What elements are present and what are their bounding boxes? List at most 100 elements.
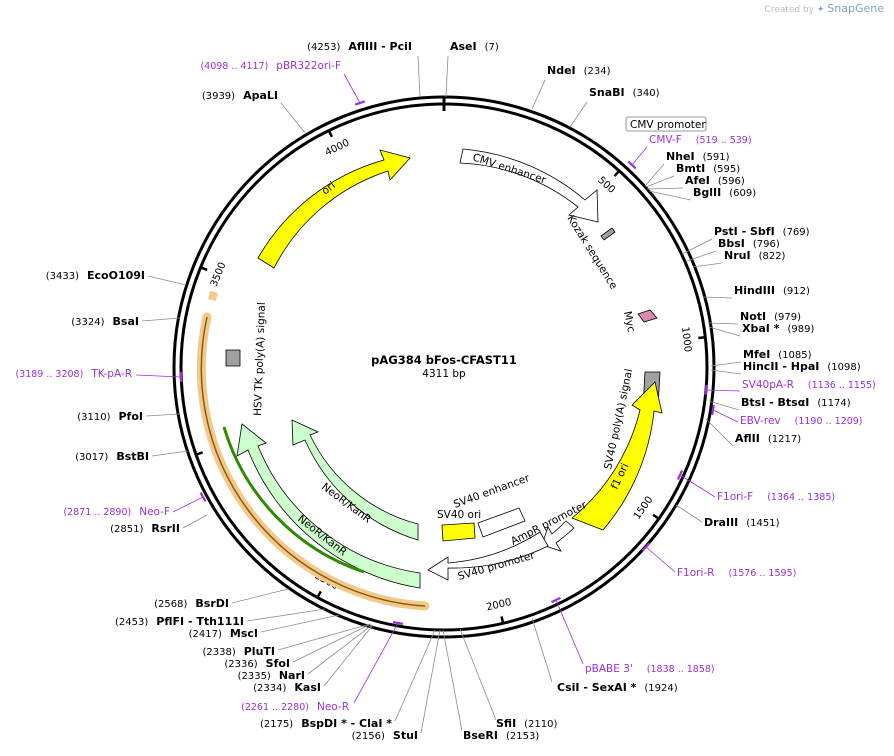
snapgene-logo-icon: ✦ xyxy=(816,5,825,15)
site-bglii: BglII(609) xyxy=(693,186,756,199)
primer-leader-line xyxy=(712,409,739,423)
site-name: NruI xyxy=(724,249,751,262)
site-leader-line xyxy=(675,504,703,523)
site-leader-line xyxy=(646,187,684,190)
primer-position: (519 .. 539) xyxy=(696,135,752,146)
primer-mark xyxy=(199,492,207,502)
feature-label-cmv-promoter: CMV promoter xyxy=(630,119,706,131)
site-name: AflII xyxy=(735,432,760,445)
plasmid-length: 4311 bp xyxy=(422,368,466,380)
site-position: (979) xyxy=(774,312,801,323)
site-name: PluTI xyxy=(244,645,275,658)
site-name: PfoI xyxy=(119,410,144,423)
site-bsai: (3324) BsaI xyxy=(71,315,139,328)
site-leader-line xyxy=(710,369,742,375)
site-position: (2334) xyxy=(253,683,286,694)
site-leader-line xyxy=(705,418,734,447)
feature-label-sv40-ori: SV40 ori xyxy=(437,509,481,521)
site-name: NarI xyxy=(279,669,305,682)
site-name: BsaI xyxy=(113,315,139,328)
site-name: NheI xyxy=(666,150,695,163)
site-leader-line xyxy=(686,250,717,262)
feature-sv40-promoter-arrow xyxy=(427,531,549,581)
site-name: NdeI xyxy=(547,64,576,77)
site-name: SfiI xyxy=(496,717,516,730)
feature-label-hsv-tk-polya: HSV TK poly(A) signal xyxy=(252,302,268,416)
site-hincii-hpai: HincII - HpaI(1098) xyxy=(743,360,861,373)
primer-leader-line xyxy=(172,496,204,513)
site-leader-line xyxy=(569,101,588,128)
feature-neor-kanr-inner-arrow xyxy=(291,419,419,541)
site-position: (4253) xyxy=(307,42,340,53)
site-position: (595) xyxy=(713,164,740,175)
feature-label-sv40-enhancer: SV40 enhancer xyxy=(452,472,532,511)
site-name: AfeI xyxy=(685,174,710,187)
site-position: (2335) xyxy=(238,671,271,682)
site-noti: NotI(979) xyxy=(740,310,801,323)
feature-cmv-enhancer-arrow xyxy=(459,148,599,223)
site-ecoo109i: (3433)EcoO109I xyxy=(46,269,145,282)
site-name: XbaI * xyxy=(742,322,780,335)
site-position: (1085) xyxy=(778,350,811,361)
primer-leader-line xyxy=(705,389,741,392)
primer-f1ori-r: F1ori-R(1576 .. 1595) xyxy=(677,567,796,579)
tick-mark xyxy=(315,590,322,600)
tick-mark xyxy=(327,129,334,138)
tick-label: 4000 xyxy=(324,138,352,159)
site-leader-line xyxy=(442,629,463,732)
primer-leader-line xyxy=(645,546,676,573)
site-position: (2851) xyxy=(110,524,143,535)
site-leader-line xyxy=(260,614,340,633)
site-afei: AfeI(596) xyxy=(685,174,745,187)
tick-label: 1000 xyxy=(679,326,693,353)
primer-position: (1576 .. 1595) xyxy=(728,568,796,579)
site-position: (2453) xyxy=(115,617,148,628)
tick-mark xyxy=(698,335,707,340)
primer-name: TK-pA-R xyxy=(90,368,132,380)
site-leader-line xyxy=(692,262,723,268)
primer-ebv-rev: EBV-rev(1190 .. 1209) xyxy=(740,415,863,427)
site-position: (769) xyxy=(783,227,810,238)
primer-mark xyxy=(704,384,708,396)
primer-name: Neo-R xyxy=(317,701,349,713)
primer-neo-f: (2871 .. 2890)Neo-F xyxy=(63,506,170,518)
tick-mark xyxy=(500,616,505,625)
site-name: HincII - HpaI xyxy=(743,360,819,373)
site-name: BglII xyxy=(693,186,721,199)
primer-position: (2261 .. 2280) xyxy=(241,702,309,713)
site-name: ApaLI xyxy=(243,89,278,102)
site-position: (2417) xyxy=(189,629,222,640)
site-name: StuI xyxy=(393,729,418,742)
site-name: PflFI - Tth111I xyxy=(156,615,244,628)
site-position: (796) xyxy=(753,239,780,250)
tick-mark xyxy=(652,513,661,521)
site-name: AflIII - PciI xyxy=(348,40,412,53)
site-leader-line xyxy=(141,317,181,322)
primer-leader-line xyxy=(353,622,399,704)
feature-myc-arrow xyxy=(637,309,658,323)
site-position: (3110) xyxy=(77,412,110,423)
site-position: (822) xyxy=(759,251,786,262)
primer-sites: CMV-F(519 .. 539)SV40pA-R(1136 .. 1155)E… xyxy=(15,60,875,713)
site-position: (2336) xyxy=(224,659,257,670)
primer-sv40pa-r: SV40pA-R(1136 .. 1155) xyxy=(742,379,876,391)
site-leader-line xyxy=(246,608,326,622)
site-leader-line xyxy=(420,629,441,734)
primer-mark xyxy=(676,469,684,481)
site-position: (3324) xyxy=(71,317,104,328)
site-leader-line xyxy=(277,623,371,651)
site-leader-line xyxy=(323,624,374,687)
tick-mark xyxy=(194,451,204,457)
primer-mark xyxy=(711,404,715,416)
site-snabi: SnaBI(340) xyxy=(589,86,660,99)
feature-sv40-enhancer-box xyxy=(477,507,526,538)
feature-ori-arrow xyxy=(257,149,411,269)
site-kasi: (2334)KasI xyxy=(253,681,321,694)
site-aflii: AflII(1217) xyxy=(735,432,801,445)
primer-name: SV40pA-R xyxy=(742,379,794,391)
tick-mark xyxy=(613,169,621,177)
primer-name: F1ori-F xyxy=(717,491,753,503)
site-bstbi: (3017)BstBI xyxy=(75,450,149,463)
